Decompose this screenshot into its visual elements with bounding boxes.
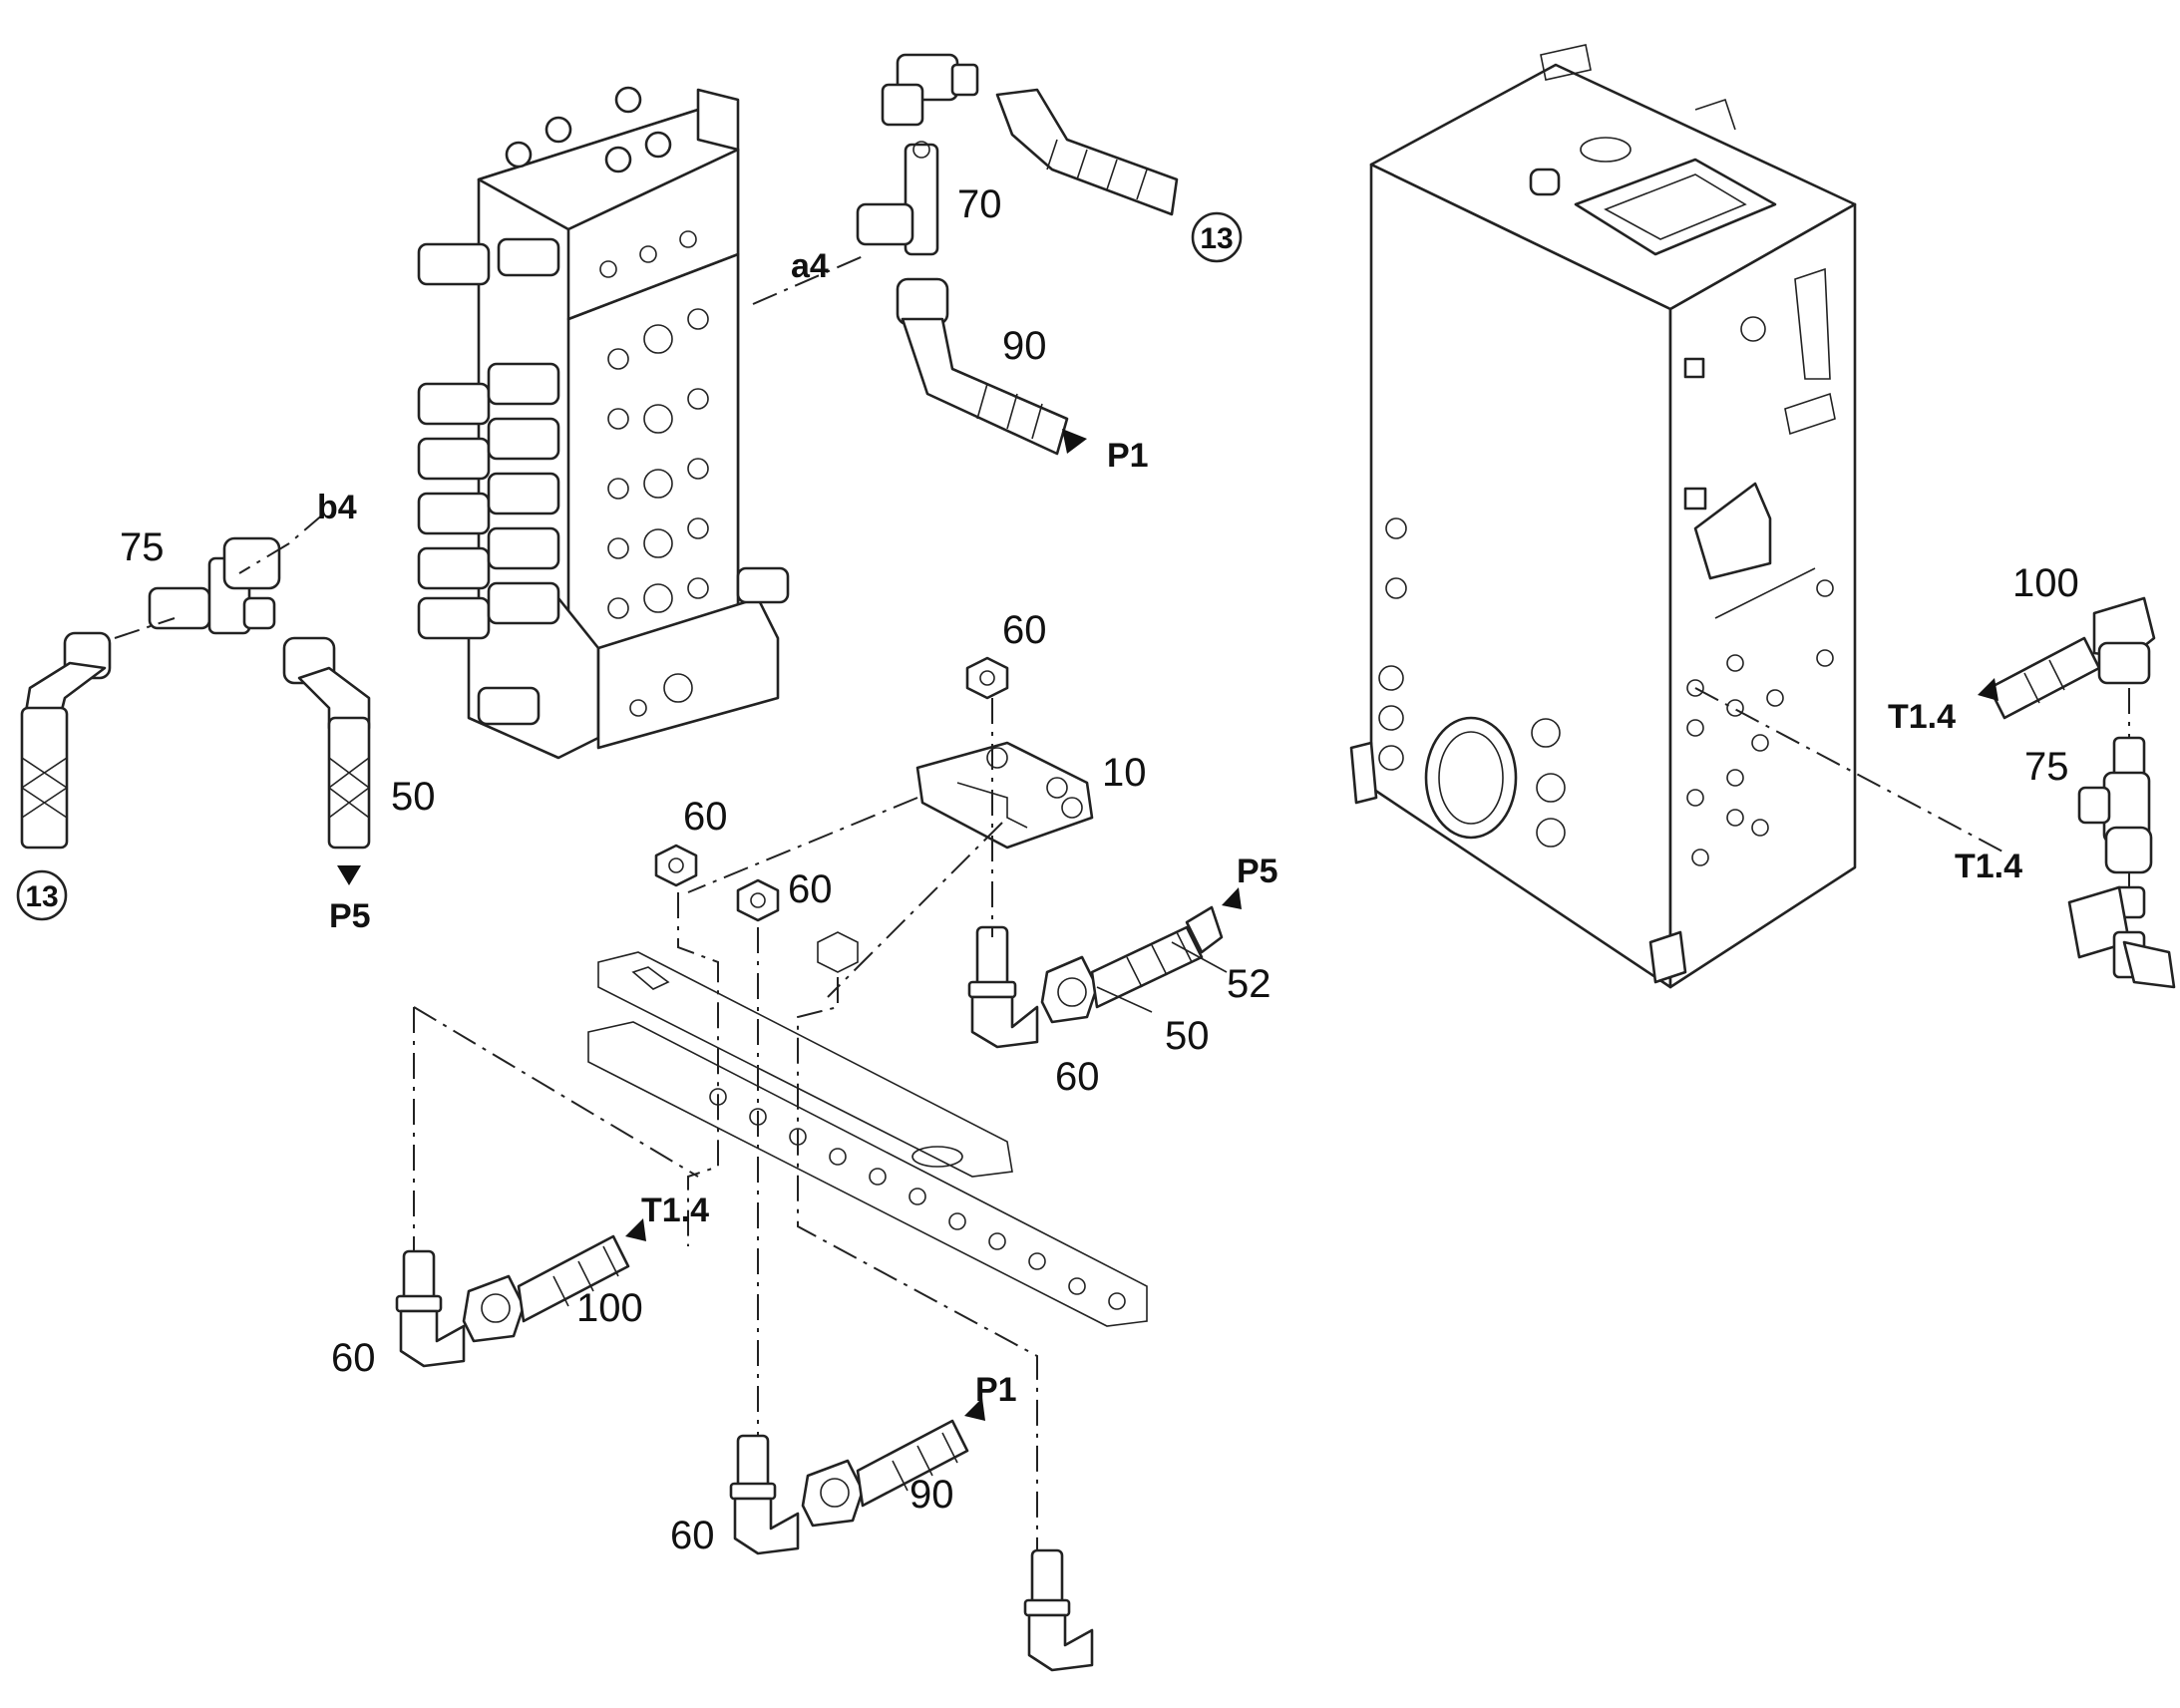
circled-ref-13-top: 13 — [1191, 211, 1243, 263]
label-p1-top: P1 — [1107, 437, 1149, 475]
label-100-right: 100 — [2012, 561, 2079, 605]
arrow-t14-mid — [625, 1218, 646, 1241]
elbow-fitting-60-mid — [967, 925, 1039, 1049]
hose-50-52-mid — [1040, 905, 1224, 1024]
label-60-left-bottom: 60 — [331, 1336, 376, 1380]
label-t14-right-bottom: T1.4 — [1955, 848, 2022, 885]
label-60-mid: 60 — [1055, 1055, 1100, 1099]
elbow-fitting-ghost — [1023, 1548, 1094, 1672]
label-50-left: 50 — [391, 775, 436, 819]
centerlines — [114, 253, 2130, 1550]
circled-ref-13-left: 13 — [16, 869, 68, 921]
label-75-left: 75 — [120, 525, 165, 569]
label-75-right: 75 — [2024, 745, 2069, 789]
elbow-fitting-60-bottom — [729, 1434, 800, 1555]
label-t14-mid: T1.4 — [641, 1192, 709, 1229]
tee-fitting-70 — [856, 141, 939, 256]
label-100-mid: 100 — [576, 1286, 643, 1330]
part-labels: 70 90 75 50 60 10 60 60 52 50 60 100 60 … — [120, 182, 2079, 1557]
label-b4: b4 — [317, 489, 357, 526]
nut-60-top — [965, 656, 1009, 700]
hose-to-ref-13-top — [995, 88, 1179, 216]
nut-60-a — [654, 844, 698, 887]
label-50-mid: 50 — [1165, 1014, 1210, 1058]
label-52: 52 — [1227, 962, 1272, 1006]
elbow-fitting-60-left-bottom — [395, 1249, 466, 1368]
label-70: 70 — [957, 182, 1002, 226]
arrow-p5-mid — [1222, 887, 1242, 909]
label-60-b: 60 — [788, 867, 833, 911]
hose-to-ref-13-left — [20, 631, 112, 850]
control-valve-block — [417, 86, 790, 760]
label-90-top: 90 — [1002, 324, 1047, 368]
flow-arrows — [337, 429, 1998, 1421]
label-p5-left: P5 — [329, 897, 371, 935]
hose-90-top — [896, 277, 1069, 456]
hose-100-mid — [462, 1234, 630, 1343]
tee-fitting-75-left — [148, 536, 281, 635]
leader-lines — [1096, 941, 1228, 1013]
arrow-p5-left — [337, 865, 361, 885]
tee-fitting-right-bottom — [2067, 885, 2176, 989]
arrow-p1-bottom — [964, 1398, 985, 1421]
label-a4: a4 — [791, 247, 829, 285]
label-t14-right-top: T1.4 — [1888, 698, 1956, 736]
hose-90-bottom — [801, 1419, 969, 1528]
hose-100-right — [1988, 596, 2156, 720]
label-90-bottom: 90 — [909, 1473, 954, 1517]
elbow-fitting-top — [881, 53, 979, 127]
nut-60-ghost — [817, 931, 859, 973]
svg-text:13: 13 — [25, 880, 58, 913]
arrow-p1-top — [1062, 429, 1087, 454]
label-60-bottom: 60 — [670, 1514, 715, 1557]
hose-50-left — [282, 636, 371, 850]
label-p5-mid: P5 — [1237, 853, 1278, 890]
svg-text:13: 13 — [1200, 222, 1233, 255]
hydraulic-tank — [1349, 44, 1857, 989]
port-labels: a4 b4 P1 P5 P5 T1.4 P1 T1.4 T1.4 — [317, 247, 2022, 1409]
label-60-top: 60 — [1002, 608, 1047, 652]
arrow-t14-right — [1978, 678, 1998, 701]
label-10: 10 — [1102, 751, 1147, 795]
label-p1-bottom: P1 — [975, 1371, 1017, 1409]
tee-fitting-75-right — [2077, 736, 2153, 874]
bracket-plate-10 — [915, 741, 1094, 850]
nut-60-b — [736, 878, 780, 922]
label-60-a: 60 — [683, 795, 728, 839]
